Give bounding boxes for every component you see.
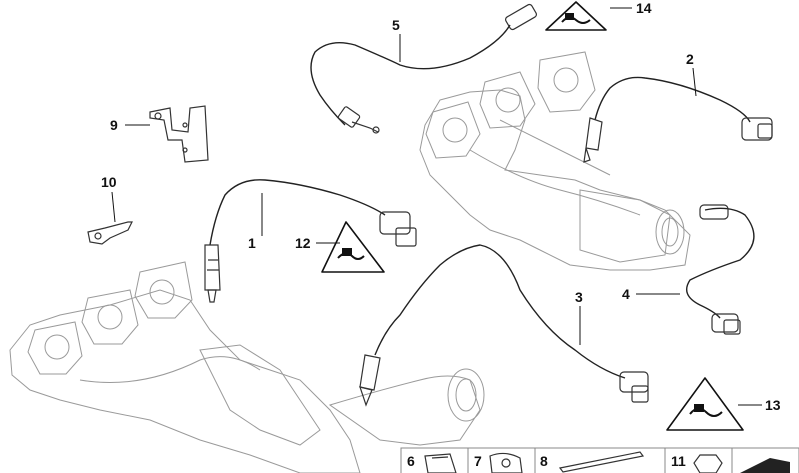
plug-connector-icon	[689, 404, 723, 417]
callout-10: 10	[101, 174, 117, 190]
bottom-parts-strip: 6 7 8 11	[400, 447, 799, 473]
part-extra-gasket	[740, 458, 790, 473]
part-13-warning-label	[666, 377, 744, 431]
part-9-bracket	[149, 105, 209, 163]
part-4-oxygen-sensor	[686, 204, 755, 335]
callout-12: 12	[295, 235, 311, 251]
callout-3: 3	[575, 289, 583, 305]
leader-lines	[111, 7, 762, 406]
callout-2: 2	[686, 51, 694, 67]
warning-triangle-icon	[545, 1, 607, 31]
part-6-clip	[424, 453, 457, 473]
callout-5: 5	[392, 17, 400, 33]
lower-exhaust-manifold	[9, 261, 485, 473]
cell-part-6	[400, 447, 469, 473]
part-12-warning-label	[321, 221, 385, 273]
part-11-nut	[693, 454, 723, 473]
part-2-oxygen-sensor	[583, 76, 773, 163]
part-5-exhaust-temperature-sensor	[310, 3, 537, 134]
upper-exhaust-manifold	[419, 51, 691, 271]
warning-triangle-icon	[321, 221, 385, 273]
callout-1: 1	[248, 235, 256, 251]
callout-7: 7	[474, 453, 482, 469]
callout-14: 14	[636, 0, 652, 16]
callout-11: 11	[671, 453, 686, 469]
part-7-clamp	[489, 452, 523, 473]
callout-13: 13	[765, 397, 781, 413]
callout-4: 4	[622, 286, 630, 302]
part-10-bracket	[87, 221, 133, 245]
part-8-cable-tie	[558, 451, 645, 473]
callout-8: 8	[540, 453, 548, 469]
plug-connector-icon	[337, 248, 365, 260]
part-1-oxygen-sensor	[204, 179, 417, 303]
warning-triangle-icon	[666, 377, 744, 431]
callout-labels: 5 14 2 9 10 1 12 3 4 13	[101, 0, 781, 413]
plug-connector-icon	[561, 13, 591, 24]
callout-6: 6	[407, 453, 415, 469]
part-14-warning-label	[545, 1, 607, 31]
part-3-oxygen-sensor	[359, 244, 649, 407]
cell-part-7	[467, 447, 536, 473]
callout-9: 9	[110, 117, 118, 133]
